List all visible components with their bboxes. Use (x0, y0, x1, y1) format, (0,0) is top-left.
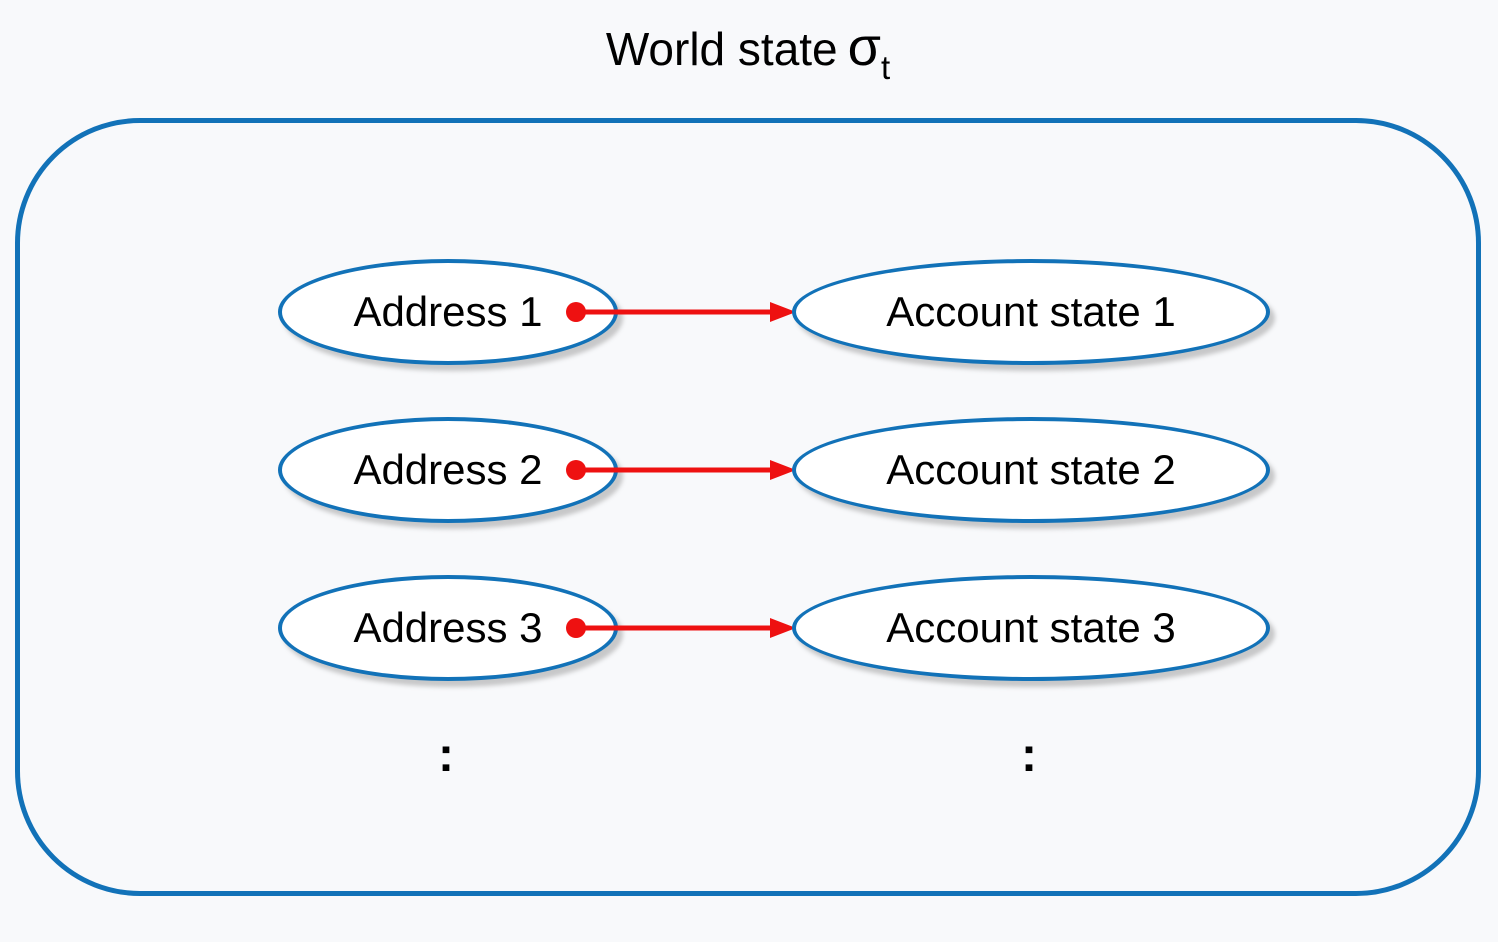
arrow-head (770, 302, 796, 322)
mapping-arrow-1 (566, 302, 796, 322)
mapping-arrow-2 (566, 460, 796, 480)
arrow-head (770, 618, 796, 638)
title-text: World state (605, 23, 838, 75)
account-state-node-1: Account state 1 (792, 259, 1270, 365)
account-state-label: Account state 1 (886, 288, 1176, 335)
account-state-label: Account state 3 (886, 604, 1176, 651)
continuation-dots-left: : (438, 729, 454, 782)
sigma-subscript: t (880, 49, 891, 86)
sigma-symbol: σ (847, 17, 881, 77)
account-state-node-2: Account state 2 (792, 417, 1270, 523)
address-node-1: Address 1 (278, 259, 618, 365)
world-state-container (15, 118, 1481, 896)
continuation-dots-right: : (1021, 729, 1037, 782)
account-state-label: Account state 2 (886, 446, 1176, 493)
address-label: Address 1 (353, 288, 543, 335)
account-state-node-3: Account state 3 (792, 575, 1270, 681)
arrow-head (770, 460, 796, 480)
mapping-arrow-3 (566, 618, 796, 638)
address-label: Address 2 (353, 446, 543, 493)
address-label: Address 3 (353, 604, 543, 651)
address-node-3: Address 3 (278, 575, 618, 681)
